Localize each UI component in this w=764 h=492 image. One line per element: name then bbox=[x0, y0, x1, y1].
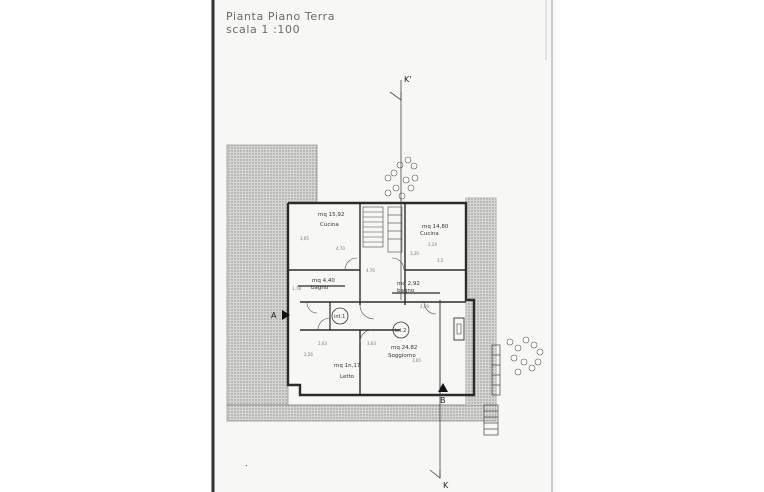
staircase bbox=[362, 206, 403, 253]
room-area-soggiorno: mq 24,82 bbox=[391, 345, 417, 351]
dim-text: 2,24 bbox=[428, 242, 437, 247]
dim-text: 3,63 bbox=[367, 341, 376, 346]
shrubs-right bbox=[506, 336, 544, 376]
int1-circle bbox=[331, 307, 349, 325]
room-name-bagno-left: bagno bbox=[311, 285, 329, 291]
room-name-soggiorno: Soggiorno bbox=[388, 353, 416, 359]
room-name-cucina-right: Cucina bbox=[420, 231, 439, 237]
dim-text: 2,63 bbox=[318, 341, 327, 346]
fireplace bbox=[453, 317, 465, 341]
plan-scale: scala 1 :100 bbox=[226, 23, 301, 36]
stray-mark: . bbox=[245, 459, 248, 468]
dim-text: 2,56 bbox=[420, 304, 429, 309]
section-k-label: K bbox=[443, 481, 449, 490]
section-k-prime-label: K' bbox=[404, 75, 411, 84]
dim-text: 4,70 bbox=[336, 246, 345, 251]
room-area-letto: mq 1n,17 bbox=[334, 363, 361, 369]
room-area-bagno-left: mq 4,40 bbox=[312, 278, 335, 284]
shrubs-top bbox=[384, 156, 419, 200]
room-name-cucina-left: Cucina bbox=[320, 222, 339, 228]
dim-text: 2,56 bbox=[304, 352, 313, 357]
room-area-cucina-right: mq 14,80 bbox=[422, 224, 449, 230]
dim-text: 3,65 bbox=[300, 236, 309, 241]
room-area-bagno-right: mq 2,92 bbox=[397, 281, 420, 287]
dim-text: 1,78 bbox=[292, 286, 301, 291]
section-b-label: B bbox=[440, 396, 446, 405]
walls bbox=[286, 201, 476, 397]
room-name-bagno-right: bagno bbox=[397, 288, 415, 294]
int2-label: int.2 bbox=[395, 328, 406, 334]
plan-title: Pianta Piano Terra bbox=[226, 10, 336, 23]
section-a-arrow bbox=[282, 310, 290, 320]
dim-text: 3,5 bbox=[437, 258, 444, 263]
door-swings bbox=[306, 257, 437, 343]
external-steps bbox=[483, 344, 501, 436]
room-area-cucina-left: mq 15,92 bbox=[318, 212, 344, 218]
int2-circle bbox=[392, 321, 410, 339]
room-name-letto: Letto bbox=[340, 374, 355, 380]
dim-text: 4,70 bbox=[366, 268, 375, 273]
int1-label: int.1 bbox=[334, 314, 345, 320]
section-a-label: A bbox=[271, 311, 277, 320]
dim-text: 3,65 bbox=[412, 358, 421, 363]
dim-text: 3,20 bbox=[410, 251, 419, 256]
section-b-arrow bbox=[438, 383, 448, 392]
terrace-hatch bbox=[226, 144, 497, 422]
